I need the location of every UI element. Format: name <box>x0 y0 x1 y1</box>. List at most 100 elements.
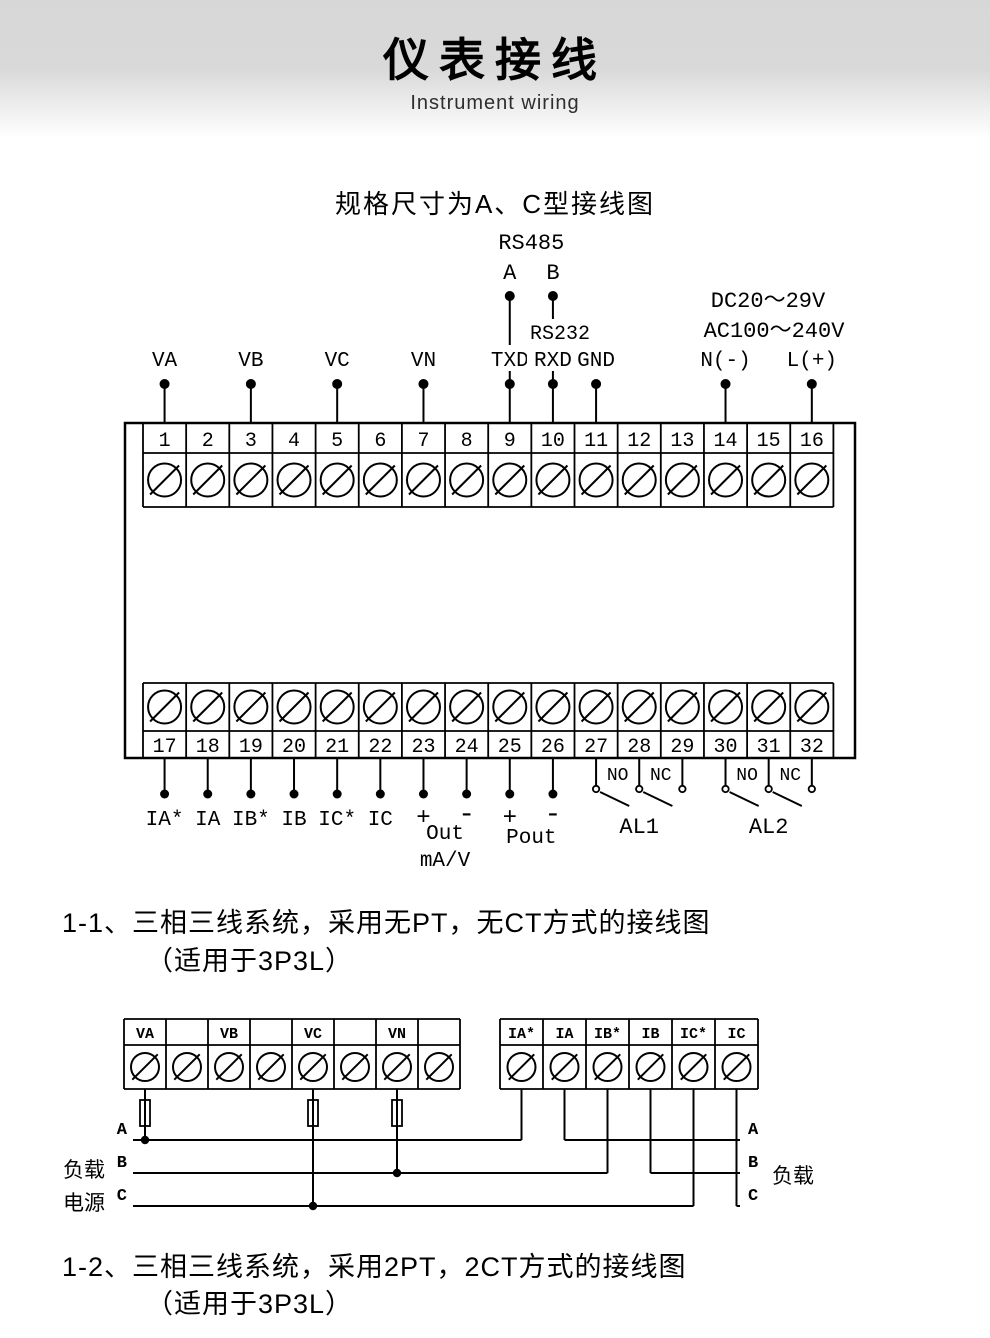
relay2-no-label: NO <box>736 766 758 786</box>
right-phase-label: A <box>748 1121 759 1140</box>
section-1-1-title: 1-1、三相三线系统，采用无PT，无CT方式的接线图 <box>62 908 711 938</box>
screw-terminal-bottom <box>578 689 614 725</box>
screw-terminal-top <box>147 462 183 498</box>
aout-minus-label: - <box>458 800 475 831</box>
terminal-number-bottom: 21 <box>325 736 349 759</box>
screw-terminal-top <box>492 462 528 498</box>
current-terminal-label: IA* <box>508 1026 535 1043</box>
current-terminal-screw <box>592 1051 623 1082</box>
section-1-1-subtitle: （适用于3P3L） <box>146 945 354 976</box>
voltage-terminal-screw <box>424 1051 454 1082</box>
screw-terminal-top <box>578 462 614 498</box>
screw-terminal-bottom <box>535 689 571 725</box>
voltage-terminal-label: VA <box>136 1026 154 1043</box>
terminal-number-top: 13 <box>670 430 694 453</box>
relay1-name-label: AL1 <box>619 815 659 840</box>
terminal-number-top: 3 <box>245 430 257 453</box>
current-terminal-label: IC* <box>318 809 356 832</box>
terminal-number-top: 11 <box>584 430 608 453</box>
rs232-label: RS232 <box>530 323 590 346</box>
bottom-wire-dot <box>332 789 342 799</box>
voltage-terminal-screw <box>130 1051 160 1082</box>
label-mask <box>526 345 579 371</box>
fuse <box>307 1098 319 1127</box>
screw-terminal-bottom <box>362 689 398 725</box>
relay2-contact <box>721 784 730 794</box>
terminal-number-top: 10 <box>541 430 565 453</box>
terminal-number-top: 5 <box>331 430 343 453</box>
voltage-terminal-screw <box>172 1051 202 1082</box>
aout-plus-label: + <box>416 805 430 832</box>
current-terminal-label: IB* <box>232 809 270 832</box>
bottom-wire-dot <box>462 789 472 799</box>
section-1-2-title: 1-2、三相三线系统，采用2PT，2CT方式的接线图 <box>62 1251 687 1282</box>
page-subtitle: Instrument wiring <box>410 92 580 114</box>
screw-terminal-top <box>621 462 657 498</box>
page-title: 仪表接线 <box>383 34 607 86</box>
bottom-wire-dot <box>548 789 558 799</box>
aout-unit-label: mA/V <box>420 850 471 873</box>
voltage-terminal-screw <box>256 1051 286 1082</box>
top-terminal-label: GND <box>577 350 615 373</box>
screw-terminal-bottom <box>233 689 269 725</box>
terminal-number-bottom: 29 <box>670 736 694 759</box>
terminal-number-bottom: 19 <box>239 736 263 759</box>
relay1-no-label: NO <box>607 766 629 786</box>
terminal-number-top: 6 <box>374 430 386 453</box>
left-phase-label: C <box>117 1187 127 1206</box>
top-wire-dot <box>547 379 558 389</box>
voltage-terminal-screw <box>298 1051 328 1082</box>
terminal-number-top: 7 <box>417 430 429 453</box>
bottom-wire-dot <box>203 789 213 799</box>
terminal-number-top: 12 <box>627 430 651 453</box>
current-terminal-label: IB <box>281 809 306 832</box>
terminal-number-bottom: 20 <box>282 736 306 759</box>
bottom-wire-dot <box>505 789 515 799</box>
terminal-number-bottom: 18 <box>196 736 220 759</box>
screw-terminal-top <box>708 462 744 498</box>
terminal-number-top: 4 <box>288 430 300 453</box>
screw-terminal-bottom <box>664 689 700 725</box>
left-phase-label: B <box>117 1154 127 1173</box>
bottom-wire-dot <box>160 789 170 799</box>
voltage-terminal-screw <box>382 1051 412 1082</box>
screw-terminal-bottom <box>794 689 830 725</box>
right-phase-label: B <box>748 1154 758 1173</box>
section-1-2: 1-2、三相三线系统，采用2PT，2CT方式的接线图 （适用于3P3L） <box>62 1249 990 1325</box>
screw-terminal-top <box>362 462 398 498</box>
relay1-nc-label: NC <box>650 766 672 786</box>
top-terminal-label: RXD <box>534 350 572 373</box>
bottom-wire-dot <box>418 789 428 799</box>
top-terminal-label: TXD <box>491 350 529 373</box>
top-wire-dot <box>806 379 817 389</box>
top-wire-dot <box>418 379 429 389</box>
current-terminal-label: IA <box>195 809 221 832</box>
relay1-blade <box>599 791 630 807</box>
dc-power-label: DC20～29V <box>711 289 826 314</box>
current-terminal-label: IC <box>368 809 393 832</box>
aout-label: Out <box>426 823 464 846</box>
rs485-a-junction <box>504 291 515 301</box>
terminal-number-top: 14 <box>714 430 738 453</box>
terminal-number-bottom: 32 <box>800 736 824 759</box>
screw-terminal-bottom <box>708 689 744 725</box>
terminal-number-top: 16 <box>800 430 824 453</box>
screw-terminal-bottom <box>492 689 528 725</box>
pout-plus-label: + <box>503 805 517 832</box>
terminal-number-bottom: 26 <box>541 736 565 759</box>
screw-terminal-top <box>190 462 226 498</box>
current-terminal-label: IB <box>641 1026 659 1043</box>
current-terminal-label: IB* <box>594 1026 621 1043</box>
current-terminal-screw <box>635 1051 666 1082</box>
voltage-terminal-screw <box>214 1051 244 1082</box>
terminal-number-bottom: 24 <box>455 736 479 759</box>
terminal-number-bottom: 28 <box>627 736 651 759</box>
relay2-blade <box>772 791 803 807</box>
terminal-block-outline <box>123 421 857 760</box>
voltage-terminal-label: VC <box>304 1026 322 1043</box>
terminal-number-bottom: 30 <box>714 736 738 759</box>
relay2-nc-label: NC <box>779 766 801 786</box>
rs485-b-junction <box>547 291 558 301</box>
current-terminal-label: IC <box>727 1026 745 1043</box>
